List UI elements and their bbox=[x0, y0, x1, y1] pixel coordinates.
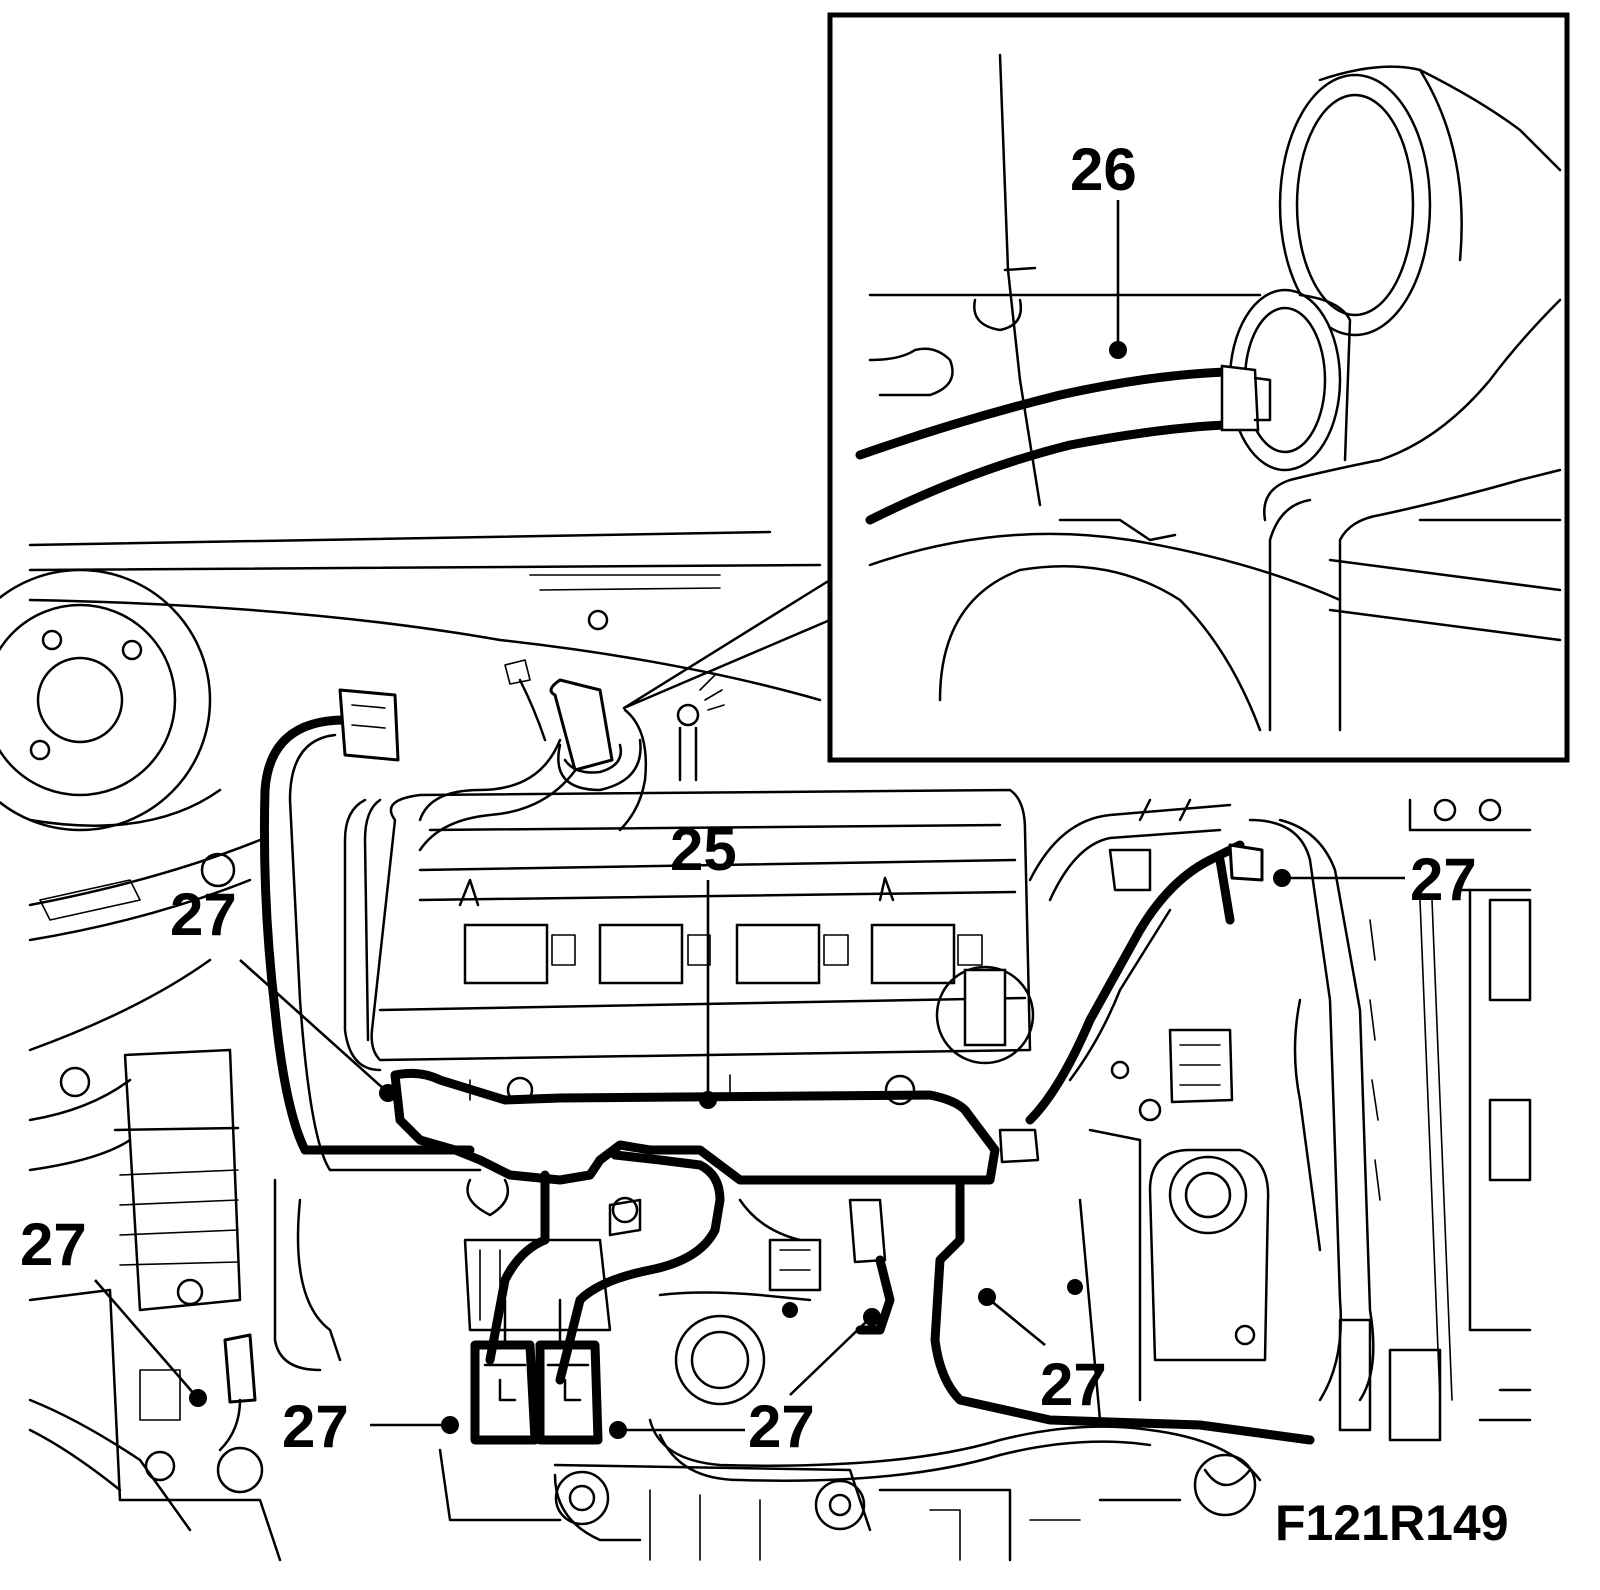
callout-25: 25 bbox=[670, 816, 737, 1109]
sensor-connector-top bbox=[549, 678, 647, 832]
brake-fluid-reservoir bbox=[1148, 1148, 1270, 1362]
callout-label-27: 27 bbox=[748, 1393, 815, 1460]
callout-label-25: 25 bbox=[670, 816, 737, 883]
wiring-harness-left bbox=[259, 688, 482, 1372]
callout-27-left: 27 bbox=[20, 1211, 207, 1407]
fuse-box bbox=[113, 1048, 242, 1312]
intake-manifold bbox=[463, 1150, 725, 1385]
inset-frame bbox=[827, 12, 1570, 763]
callout-27-bottom-center: 27 bbox=[609, 1302, 881, 1460]
inset-vacuum-hose bbox=[855, 364, 1272, 525]
strut-tower bbox=[0, 568, 222, 832]
right-frame bbox=[1338, 798, 1532, 1442]
wiring-harness-right bbox=[930, 840, 1315, 1445]
callout-27-upper-left: 27 bbox=[170, 881, 397, 1102]
inset-detail bbox=[622, 12, 1570, 763]
oil-filler-cap bbox=[935, 965, 1035, 1065]
engine-bay-view bbox=[0, 530, 1532, 1562]
callout-label-27: 27 bbox=[282, 1393, 349, 1460]
callout-27-right: 27 bbox=[978, 1279, 1107, 1418]
figure-code: F121R149 bbox=[1275, 1495, 1509, 1551]
callout-26: 26 bbox=[1070, 136, 1137, 359]
ignition-coils bbox=[458, 876, 983, 985]
callout-label-27: 27 bbox=[170, 881, 237, 948]
callout-label-27: 27 bbox=[1410, 846, 1477, 913]
callout-27-upper-right: 27 bbox=[1273, 846, 1477, 913]
callout-label-27: 27 bbox=[20, 1211, 87, 1278]
sensor-plugs bbox=[470, 1298, 603, 1445]
callout-label-27: 27 bbox=[1040, 1351, 1107, 1418]
callout-label-26: 26 bbox=[1070, 136, 1137, 203]
callout-27-bottom-left: 27 bbox=[282, 1393, 459, 1460]
